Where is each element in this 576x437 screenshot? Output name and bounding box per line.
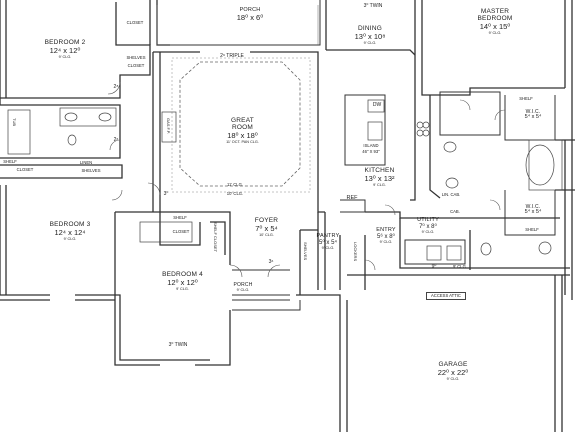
room-ceiling: 9' CLG. [63, 236, 77, 241]
label-closet-2: CLOSET [127, 63, 145, 68]
label-dw: DW [372, 102, 382, 108]
room-name: UTILITY [417, 217, 439, 223]
label-cab: CAB. [450, 209, 460, 214]
room-dimensions: 13⁰ x 10⁸ [354, 31, 386, 41]
room-dimensions: 5⁰ x 5⁴ [319, 239, 337, 246]
room-dimensions: 7⁰ x 5⁴ [255, 223, 278, 233]
room-wic-2: W.I.C. 5⁴ x 5⁴ [515, 204, 551, 216]
room-bedroom-3: BEDROOM 3 12⁴ x 12⁴ 9' CLG. [30, 221, 110, 241]
label-access-attic: ACCESS ATTIC [426, 292, 466, 301]
room-dimensions: 18⁰ x 6⁰ [236, 12, 264, 22]
room-dimensions: 22⁰ x 22⁰ [437, 367, 469, 377]
label-island-dim: 46" x 93" [362, 149, 380, 154]
label-clg-10: 10' CLG. [226, 191, 244, 196]
room-kitchen: KITCHEN 13⁰ x 13² 9' CLG. [352, 167, 407, 187]
room-name: W.I.C. [525, 109, 541, 115]
label-island: ISLAND [363, 143, 379, 148]
label-shelf-left: SHELF [3, 159, 17, 164]
room-name: PANTRY [316, 233, 340, 239]
room-name: BEDROOM 2 [44, 39, 86, 46]
label-door-90: 9⁰ [431, 264, 437, 270]
room-ceiling: 10' CLG. [259, 232, 274, 237]
label-clg-11: 11' CLG. [226, 182, 244, 187]
room-name: BEDROOM 3 [49, 221, 91, 228]
room-bedroom-4: BEDROOM 4 12⁰ x 12⁰ 9' CLG. [145, 271, 220, 291]
room-ceiling: 9' CLG. [488, 30, 502, 35]
room-porch-top: PORCH 18⁰ x 6⁰ [220, 7, 280, 22]
room-ceiling: 9' CLG. [236, 288, 250, 293]
room-name: W.I.C. [525, 204, 541, 210]
room-utility: UTILITY 7⁰ x 8⁰ 9' CLG. [408, 217, 448, 235]
room-ceiling: 9' CLG. [176, 286, 189, 291]
room-foyer: FOYER 7⁰ x 5⁴ 10' CLG. [244, 217, 289, 237]
room-master-bedroom: MASTER BEDROOM 14⁰ x 15⁰ 9' CLG. [462, 8, 528, 35]
room-dimensions: 12⁰ x 12⁰ [167, 277, 198, 287]
label-door-30: 3⁰ [163, 191, 169, 197]
room-name: PORCH [239, 7, 261, 13]
room-ceiling: 9' CLG. [446, 376, 460, 381]
label-shelves-2: SHELVES [81, 168, 101, 173]
room-name: ENTRY [376, 227, 396, 233]
label-tub: TUB [12, 118, 17, 126]
room-dimensions: 5⁶ x 8⁰ [377, 233, 395, 240]
room-ceiling: 9' CLG. [58, 54, 72, 59]
room-dimensions: 12⁴ x 12⁴ [54, 227, 86, 237]
room-ceiling: 9' CLG. [363, 40, 377, 45]
room-dimensions: 18⁰ x 18⁰ [227, 130, 258, 140]
label-door-36: 3⁶ [268, 259, 274, 265]
room-great-room: GREAT ROOM 18⁰ x 18⁰ 11' OCT. PAN CLG. [205, 117, 280, 144]
label-lin-cab: LIN. CAB. [441, 192, 461, 197]
room-dimensions: 12⁴ x 12⁰ [49, 45, 81, 55]
room-name: PORCH [233, 282, 253, 288]
label-shelf-wic2: SHELF [525, 227, 539, 232]
room-name: DINING [358, 25, 382, 32]
label-shelf-closet-vertical: SHELF CLOSET [213, 222, 218, 253]
label-ref: REF [346, 195, 358, 201]
room-dimensions: 5⁴ x 5⁴ [524, 209, 542, 216]
room-garage: GARAGE 22⁰ x 22⁰ 9' CLG. [418, 361, 488, 381]
room-name: BEDROOM 4 [162, 271, 203, 278]
room-dimensions: 13⁰ x 13² [364, 173, 395, 183]
label-door-twin-b4: 3⁰ TWIN [168, 342, 188, 348]
label-door-triple: 2⁶ TRIPLE [220, 53, 244, 59]
room-bedroom-2: BEDROOM 2 12⁴ x 12⁰ 9' CLG. [30, 39, 100, 59]
room-dining: DINING 13⁰ x 10⁸ 9' CLG. [340, 25, 400, 45]
label-linen: LINEN [79, 160, 93, 165]
room-name: GARAGE [438, 361, 468, 368]
room-dimensions: 14⁰ x 15⁰ [479, 21, 511, 31]
room-porch-front: PORCH 9' CLG. [228, 282, 258, 293]
room-pantry: PANTRY 5⁰ x 5⁴ 9' CLG. [310, 233, 346, 251]
room-ceiling: 11' OCT. PAN CLG. [226, 139, 259, 144]
label-closet-top: CLOSET [126, 20, 144, 25]
room-name: GREAT ROOM [231, 117, 254, 131]
room-ceiling: 9' CLG. [321, 246, 335, 251]
room-dimensions: 7⁰ x 8⁰ [419, 223, 437, 230]
label-clg-9: 9' CLG. [452, 264, 468, 269]
label-gas-fp: GAS F.P. [166, 118, 171, 134]
room-ceiling: 9' CLG. [373, 182, 386, 187]
label-shelf-b4: SHELF [173, 215, 187, 220]
label-door-28: 2⁸ [113, 84, 119, 90]
label-shelves-pantry: SHELVES [303, 242, 308, 261]
room-name: FOYER [254, 217, 279, 224]
label-shelves-1: SHELVES [126, 55, 146, 60]
room-ceiling: 9' CLG. [379, 240, 393, 245]
label-lockers: LOCKERS [353, 242, 358, 262]
room-dimensions: 5⁴ x 5⁴ [524, 114, 542, 121]
room-name: KITCHEN [364, 167, 395, 174]
label-closet-left: CLOSET [16, 167, 34, 172]
label-door-twin-top: 3⁰ TWIN [363, 3, 383, 9]
room-ceiling: 9' CLG. [421, 230, 435, 235]
room-wic-1: W.I.C. 5⁴ x 5⁴ [515, 109, 551, 121]
label-closet-b4: CLOSET [172, 229, 190, 234]
label-door-26: 2⁶ [113, 137, 119, 143]
label-shelf-master: SHELF [519, 96, 533, 101]
room-name: MASTER BEDROOM [477, 8, 513, 22]
room-entry: ENTRY 5⁶ x 8⁰ 9' CLG. [368, 227, 404, 245]
